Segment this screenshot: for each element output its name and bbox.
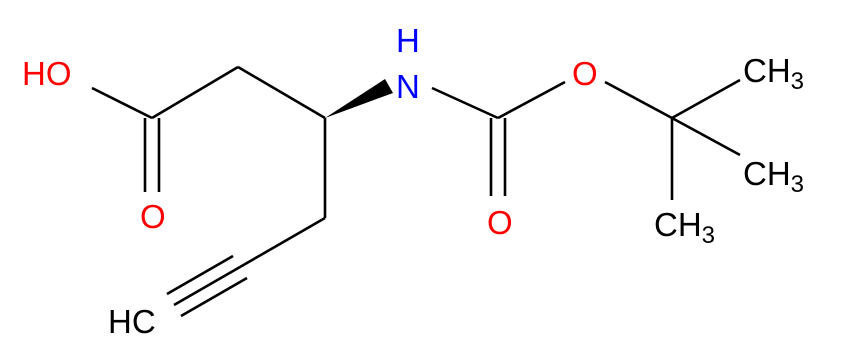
bond-wedge-c3-n: [325, 79, 393, 118]
bond-c2-c3: [237, 65, 326, 120]
atom-ch3-bot: CH3: [654, 206, 715, 249]
atom-n: N: [396, 68, 420, 105]
bond-cq-ch3top: [671, 78, 741, 120]
bond-c4-c5: [239, 216, 326, 269]
bond-n-c6: [431, 86, 499, 120]
atom-ho: HO: [22, 55, 72, 92]
atom-o-acid: O: [140, 198, 166, 235]
atom-hc: HC: [108, 303, 156, 340]
atom-labels: HO O H N O O CH3 CH3 CH3 HC: [22, 22, 804, 340]
bond-cq-ch3mid: [671, 116, 741, 157]
bonds: [91, 65, 741, 318]
bond-oester-cq: [604, 80, 673, 120]
atom-o-ester: O: [572, 55, 598, 92]
bond-ho-c1: [91, 86, 153, 120]
atom-ch3-mid: CH3: [743, 155, 804, 198]
atom-ch3-top: CH3: [743, 52, 804, 95]
bond-triple-c: [180, 276, 248, 318]
bond-triple-b: [166, 254, 234, 296]
atom-o-carbonyl: O: [487, 204, 513, 241]
bond-triple-a: [173, 265, 241, 307]
bond-c1-c2: [151, 65, 239, 120]
atom-h-of-nh: H: [396, 22, 420, 59]
bond-c6-oester: [497, 80, 566, 120]
